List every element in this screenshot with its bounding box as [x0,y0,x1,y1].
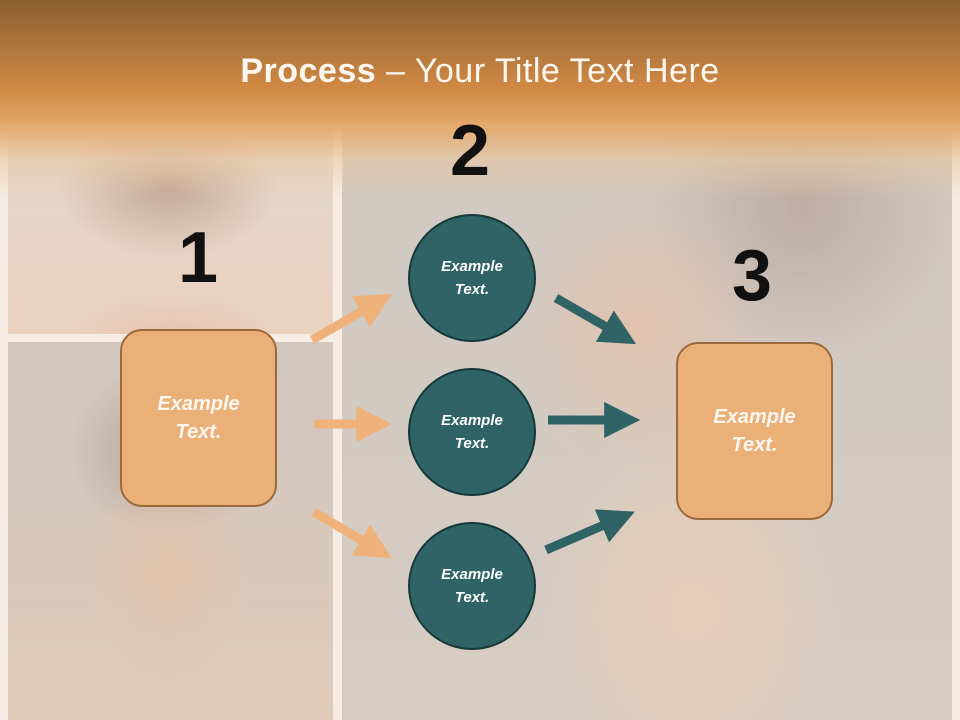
text-box-left[interactable]: Example Text. [120,329,277,507]
arrow-down-right-orange[interactable] [311,508,392,559]
process-circle-1-line2: Text. [454,281,490,298]
text-box-left-content: Example Text. [157,390,239,446]
arrow-up-right-orange[interactable] [309,293,393,344]
step-number-1[interactable]: 1 [178,218,219,298]
step-number-2[interactable]: 2 [450,111,491,191]
text-box-left-line2: Text. [175,421,222,443]
process-circle-1-line1: Example [441,258,503,275]
process-circle-1[interactable]: Example Text. [408,214,536,342]
title-bold: Process [240,52,377,90]
process-circle-2-content: Example Text. [441,409,503,455]
header-band [0,0,960,200]
title-rest: – Your Title Text Here [376,52,720,90]
text-box-right-content: Example Text. [713,403,795,459]
process-circle-2-line2: Text. [454,435,490,452]
process-circle-2[interactable]: Example Text. [408,368,536,496]
text-box-left-line1: Example [157,393,240,415]
text-box-right-line2: Text. [731,434,778,456]
process-circle-3-content: Example Text. [441,563,503,609]
process-circle-3-line1: Example [441,566,503,583]
arrow-down-right-teal[interactable] [553,294,637,345]
process-circle-2-line1: Example [441,412,503,429]
process-circle-3[interactable]: Example Text. [408,522,536,650]
text-box-right[interactable]: Example Text. [676,342,833,520]
step-number-3[interactable]: 3 [732,236,773,316]
process-circle-3-line2: Text. [454,589,490,606]
arrow-up-right-teal[interactable] [544,509,635,555]
process-circle-1-content: Example Text. [441,255,503,301]
text-box-right-line1: Example [713,406,796,428]
slide-title[interactable]: Process – Your Title Text Here [0,52,960,91]
